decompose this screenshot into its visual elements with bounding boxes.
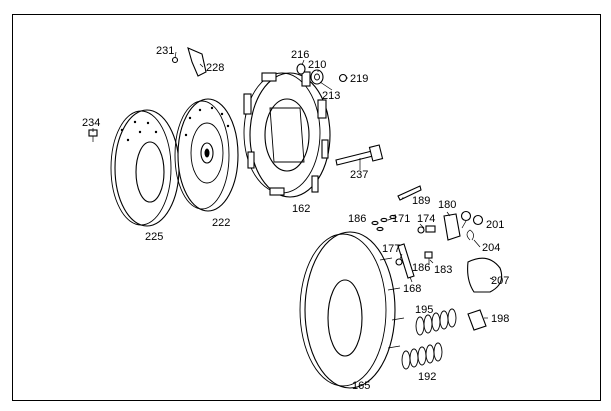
part-219-nut [338, 73, 348, 83]
part-165-brake-disc [299, 231, 405, 389]
label-198: 198 [491, 313, 509, 325]
label-201: 201 [486, 219, 504, 231]
label-192: 192 [418, 371, 436, 383]
part-168-lever [397, 243, 415, 279]
label-216: 216 [291, 49, 309, 61]
label-177: 177 [382, 243, 400, 255]
label-189: 189 [412, 195, 430, 207]
label-213: 213 [322, 90, 340, 102]
part-174-bolt [417, 225, 436, 234]
part-207-bracket [467, 257, 503, 293]
part-177-nut [395, 258, 403, 266]
label-228: 228 [206, 62, 224, 74]
label-186-top: 186 [348, 213, 366, 225]
part-210-bushing [310, 69, 324, 85]
label-237: 237 [350, 169, 368, 181]
label-174: 174 [417, 213, 435, 225]
label-195: 195 [415, 304, 433, 316]
label-186-bottom: 186 [412, 262, 430, 274]
part-180-plate [443, 213, 461, 241]
label-234: 234 [82, 117, 100, 129]
label-210: 210 [308, 59, 326, 71]
part-222-clutch-plate [174, 98, 239, 212]
part-195-spring [415, 308, 457, 336]
part-189-clip [397, 185, 422, 201]
part-225-friction-disc [110, 109, 180, 227]
label-207: 207 [491, 275, 509, 287]
label-183: 183 [434, 264, 452, 276]
part-162-pressure-plate [243, 71, 331, 198]
leader-lines [92, 51, 495, 319]
part-198-clip [467, 309, 487, 331]
part-labels: 231 228 216 210 219 213 234 237 162 222 … [82, 45, 509, 392]
label-231: 231 [156, 45, 174, 57]
label-204: 204 [482, 242, 500, 254]
part-231-pin [171, 56, 179, 64]
label-165: 165 [352, 380, 370, 392]
label-180: 180 [438, 199, 456, 211]
part-201-ring [460, 210, 484, 226]
part-216-washer [296, 63, 306, 75]
part-183-bolt [424, 251, 433, 264]
label-219: 219 [350, 73, 368, 85]
part-228-bracket [187, 47, 207, 77]
label-171: 171 [392, 213, 410, 225]
label-168: 168 [403, 283, 421, 295]
label-162: 162 [292, 203, 310, 215]
diagram-border [12, 14, 601, 401]
part-192-spring [401, 342, 443, 370]
label-225: 225 [145, 231, 163, 243]
label-222: 222 [212, 217, 230, 229]
part-237-long-bolt [335, 144, 384, 166]
part-204-hook [466, 229, 474, 241]
